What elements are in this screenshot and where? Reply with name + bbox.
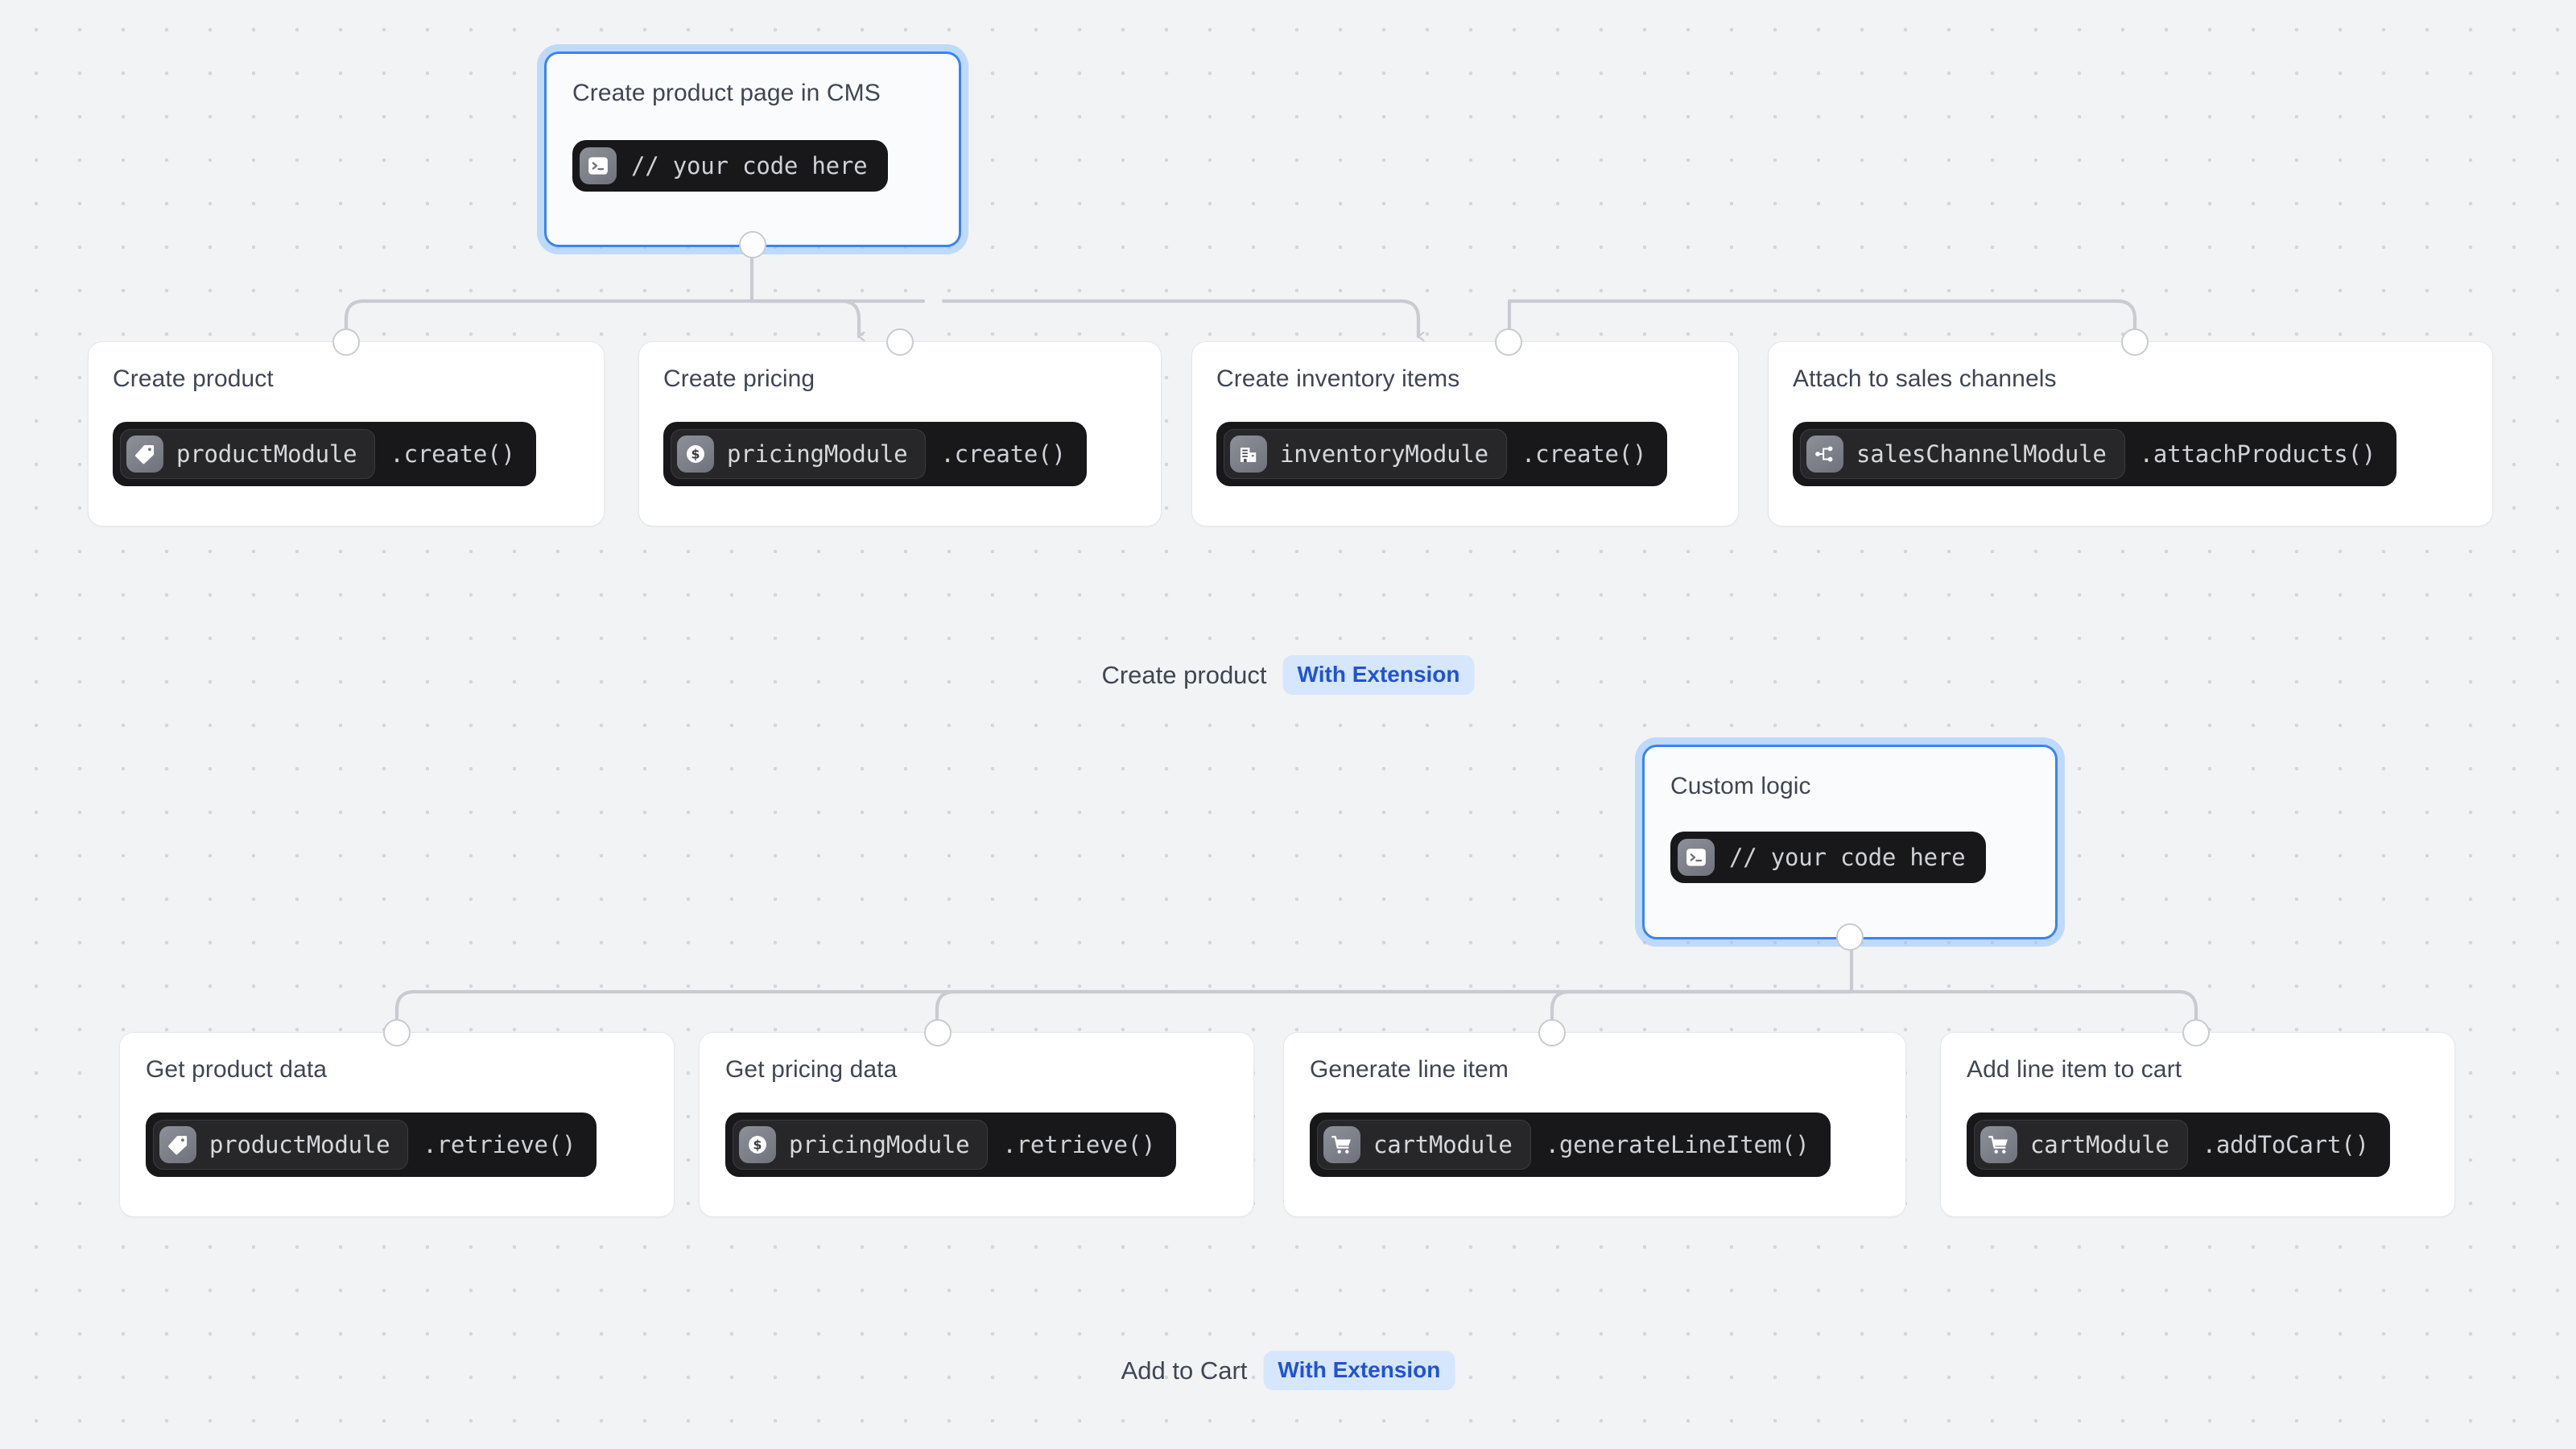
code-bar[interactable]: // your code here [572,140,889,192]
caption-label: Create product [1101,660,1267,689]
code-bar[interactable]: productModule .create() [113,422,536,486]
module-name: pricingModule [727,440,908,468]
module-pill: inventoryModule [1224,429,1507,479]
source-handle[interactable] [739,231,766,258]
code-comment: // your code here [1729,844,1966,871]
method-name: .retrieve() [423,1131,576,1158]
module-name: inventoryModule [1280,440,1488,468]
node-get-pricing-data[interactable]: Get pricing data $ pricingModule .retrie… [699,1019,1254,1217]
node-title: Create product [113,365,274,392]
node-custom-logic[interactable]: Custom logic // your code here [1642,745,2058,951]
code-bar[interactable]: $ pricingModule .retrieve() [725,1113,1177,1177]
node-title: Custom logic [1670,773,1811,799]
module-pill: cartModule [1974,1120,2188,1170]
code-bar[interactable]: productModule .retrieve() [146,1113,597,1177]
node-create-product-page-in-cms[interactable]: Create product page in CMS // your code … [544,52,961,258]
extension-badge: With Extension [1263,1351,1455,1390]
code-bar[interactable]: // your code here [1670,832,1987,883]
extension-badge: With Extension [1282,655,1475,695]
code-bar[interactable]: salesChannelModule .attachProducts() [1793,422,2397,486]
node-title: Get product data [146,1056,328,1083]
module-pill: cartModule [1317,1120,1531,1170]
node-title: Add line item to cart [1967,1056,2182,1083]
module-pill: $ pricingModule [733,1120,989,1170]
tag-icon [126,436,163,473]
module-name: cartModule [1373,1131,1513,1158]
module-name: pricingModule [789,1131,970,1158]
cart-icon [1323,1126,1360,1163]
flow-caption-create-product: Create product With Extension [1101,655,1475,695]
method-name: .create() [1521,440,1647,468]
source-handle[interactable] [1836,923,1864,951]
node-title: Get pricing data [725,1056,898,1083]
method-name: .create() [940,440,1066,468]
target-handle[interactable] [2120,328,2149,356]
code-comment: // your code here [631,152,868,180]
terminal-icon [580,147,617,184]
dollar-coin-icon: $ [739,1126,776,1163]
target-handle[interactable] [1495,328,1523,356]
target-handle[interactable] [923,1019,952,1046]
node-title: Create product page in CMS [572,80,881,106]
node-title: Generate line item [1310,1056,1509,1083]
module-pill: $ pricingModule [671,429,927,479]
dollar-coin-icon: $ [677,436,714,473]
target-handle[interactable] [383,1019,411,1046]
code-bar[interactable]: cartModule .addToCart() [1967,1113,2390,1177]
svg-text:$: $ [691,447,700,462]
module-name: productModule [209,1131,390,1158]
method-name: .create() [390,440,515,468]
tag-icon [159,1126,196,1163]
method-name: .attachProducts() [2139,440,2376,468]
module-name: cartModule [2030,1131,2169,1158]
sitemap-icon [1806,436,1843,473]
method-name: .retrieve() [1002,1131,1156,1158]
terminal-icon [1678,839,1715,876]
code-bar[interactable]: cartModule .generateLineItem() [1310,1113,1831,1177]
node-create-pricing[interactable]: Create pricing $ pricingModule .create() [638,328,1162,526]
target-handle[interactable] [1538,1019,1566,1046]
code-bar[interactable]: inventoryModule .create() [1216,422,1668,486]
flow-caption-add-to-cart: Add to Cart With Extension [1121,1351,1455,1390]
node-add-line-item-to-cart[interactable]: Add line item to cart cartModule .addToC… [1940,1019,2455,1217]
method-name: .generateLineItem() [1545,1131,1810,1158]
module-name: salesChannelModule [1856,440,2107,468]
node-create-inventory-items[interactable]: Create inventory items inventoryModule [1191,328,1739,526]
module-pill: productModule [120,429,376,479]
svg-text:$: $ [753,1137,762,1153]
node-attach-to-sales-channels[interactable]: Attach to sales channels salesChannelMod… [1768,328,2493,526]
target-handle[interactable] [886,328,914,356]
node-create-product[interactable]: Create product productModule .create() [88,328,605,526]
module-pill: productModule [153,1120,409,1170]
target-handle[interactable] [332,328,360,356]
node-get-product-data[interactable]: Get product data productModule .retrieve… [119,1019,675,1217]
caption-label: Add to Cart [1121,1356,1248,1385]
method-name: .addToCart() [2202,1131,2369,1158]
warehouse-icon [1230,436,1267,473]
target-handle[interactable] [2182,1019,2211,1046]
cart-icon [1980,1126,2017,1163]
node-title: Attach to sales channels [1793,365,2057,392]
node-title: Create pricing [663,365,815,392]
module-name: productModule [176,440,357,468]
node-title: Create inventory items [1216,365,1460,392]
module-pill: salesChannelModule [1800,429,2125,479]
node-generate-line-item[interactable]: Generate line item cartModule .generateL… [1283,1019,1906,1217]
code-bar[interactable]: $ pricingModule .create() [663,422,1087,486]
